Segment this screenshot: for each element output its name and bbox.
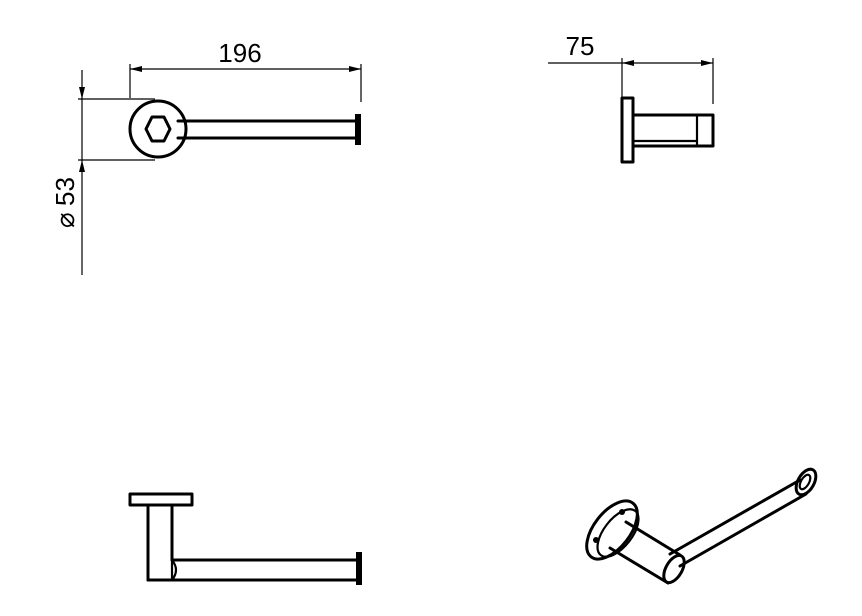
top-view — [128, 492, 362, 585]
dimension-projection: 75 — [548, 31, 714, 104]
side-view: 75 — [548, 31, 715, 164]
top-rosette — [128, 492, 194, 507]
side-post — [631, 113, 715, 148]
side-rosette — [620, 96, 635, 164]
dimension-diameter-symbol: ⌀ — [50, 212, 80, 228]
front-arm — [176, 114, 361, 145]
dimension-projection-label: 75 — [566, 31, 595, 61]
dimension-length: 196 — [129, 38, 362, 102]
isometric-view — [585, 467, 818, 585]
front-view: 196 ⌀ 53 — [50, 38, 362, 275]
rosette-hex — [144, 115, 172, 143]
dimension-diameter: ⌀ 53 — [50, 70, 155, 275]
dimension-diameter-label: 53 — [50, 177, 80, 206]
dimension-length-label: 196 — [218, 38, 261, 68]
rosette-outer — [128, 99, 188, 159]
